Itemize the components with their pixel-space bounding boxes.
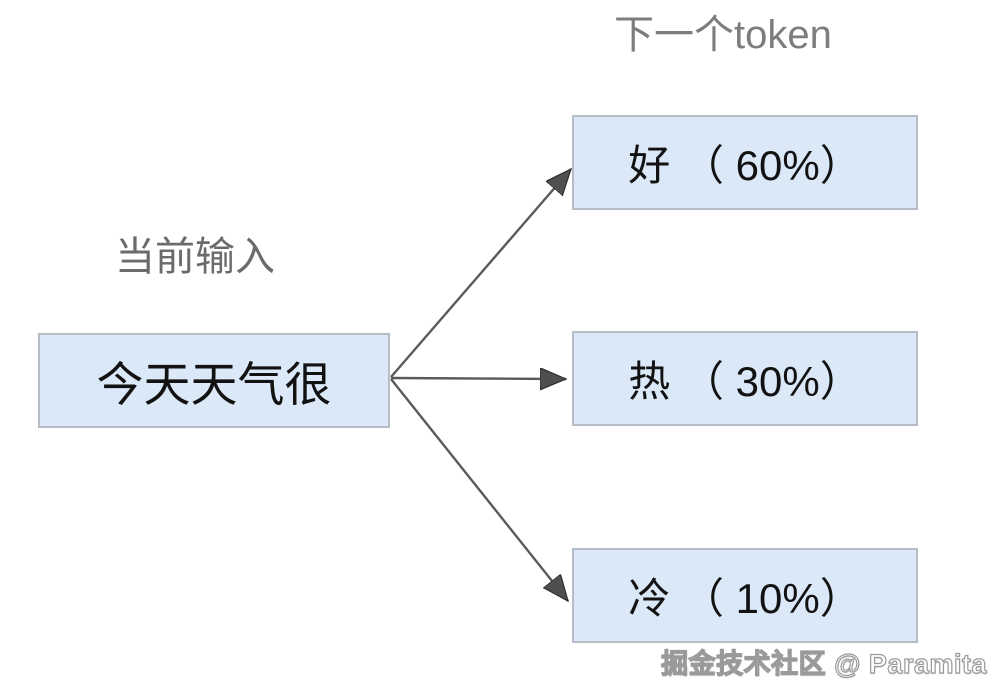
arrow-to-token-cold [390,378,568,601]
arrow-to-token-good [390,169,571,378]
output-box-hot-text: 热 （ 30%） [628,358,862,405]
watermark: 掘金技术社区 @ Paramita [660,648,987,679]
output-box-cold: 冷 （ 10%） [572,548,918,643]
arrow-to-token-hot [390,378,566,379]
current-input-label: 当前输入 [115,235,275,279]
input-box: 今天天气很 [38,333,390,428]
output-box-good: 好 （ 60%） [572,115,918,210]
output-box-cold-text: 冷 （ 10%） [628,575,862,622]
input-box-text: 今天天气很 [96,358,332,411]
output-box-hot: 热 （ 30%） [572,331,918,426]
output-box-good-text: 好 （ 60%） [628,142,862,189]
next-token-title: 下一个token [614,13,832,57]
